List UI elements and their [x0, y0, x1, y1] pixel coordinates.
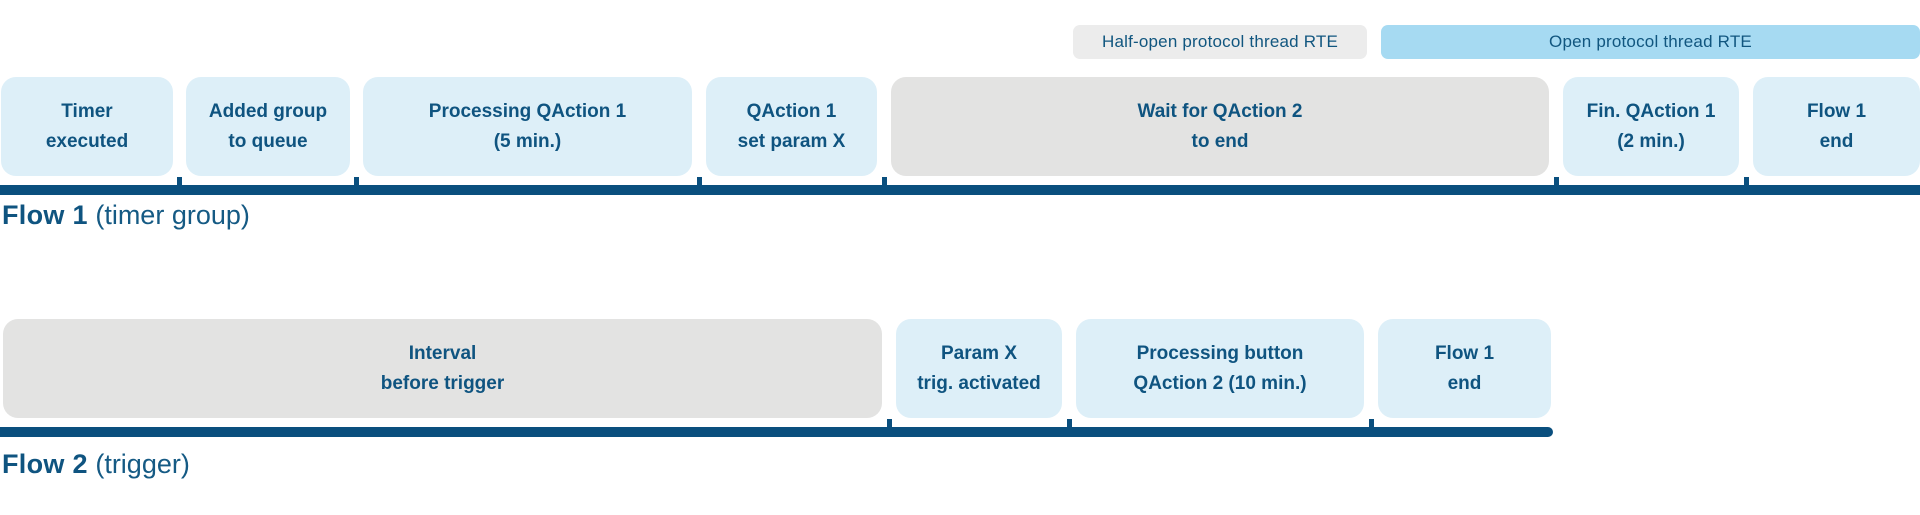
flow1-block-processing-qaction-1: Processing QAction 1 (5 min.) [363, 77, 692, 176]
flow2-title-name: Flow 2 [2, 449, 88, 479]
flow2-tick-mark [1067, 419, 1072, 432]
flow1-block-timer-executed: Timer executed [1, 77, 173, 176]
flow2-tick-mark [1369, 419, 1374, 432]
flow1-title-name: Flow 1 [2, 200, 88, 230]
flow1-block-qaction-1-set-param-x: QAction 1 set param X [706, 77, 877, 176]
flow2-block-processing-button-qaction-2: Processing button QAction 2 (10 min.) [1076, 319, 1364, 418]
flow1-tick-mark [354, 177, 359, 190]
flow2-title: Flow 2 (trigger) [2, 449, 190, 480]
flow1-tick-mark [697, 177, 702, 190]
flow1-timeline-bar [0, 185, 1920, 195]
flow2-block-flow-1-end: Flow 1 end [1378, 319, 1551, 418]
flow1-block-added-group-to-queue: Added group to queue [186, 77, 350, 176]
legend-open-protocol-thread: Open protocol thread RTE [1381, 25, 1920, 59]
flow1-tick-mark [177, 177, 182, 190]
flow1-tick-mark [1744, 177, 1749, 190]
flow1-title-subtitle: (timer group) [95, 200, 250, 230]
legend-half-open-protocol-thread: Half-open protocol thread RTE [1073, 25, 1367, 59]
flow1-block-flow-1-end: Flow 1 end [1753, 77, 1920, 176]
flow1-tick-mark [882, 177, 887, 190]
flow2-title-subtitle: (trigger) [95, 449, 190, 479]
flow1-tick-mark [1554, 177, 1559, 190]
flow2-block-param-x-trig-activated: Param X trig. activated [896, 319, 1062, 418]
flow1-block-wait-for-qaction-2: Wait for QAction 2 to end [891, 77, 1549, 176]
flow2-timeline-bar [0, 427, 1553, 437]
flow1-block-fin-qaction-1: Fin. QAction 1 (2 min.) [1563, 77, 1739, 176]
flow2-tick-mark [887, 419, 892, 432]
flow1-title: Flow 1 (timer group) [2, 200, 250, 231]
flow2-block-interval-before-trigger: Interval before trigger [3, 319, 882, 418]
